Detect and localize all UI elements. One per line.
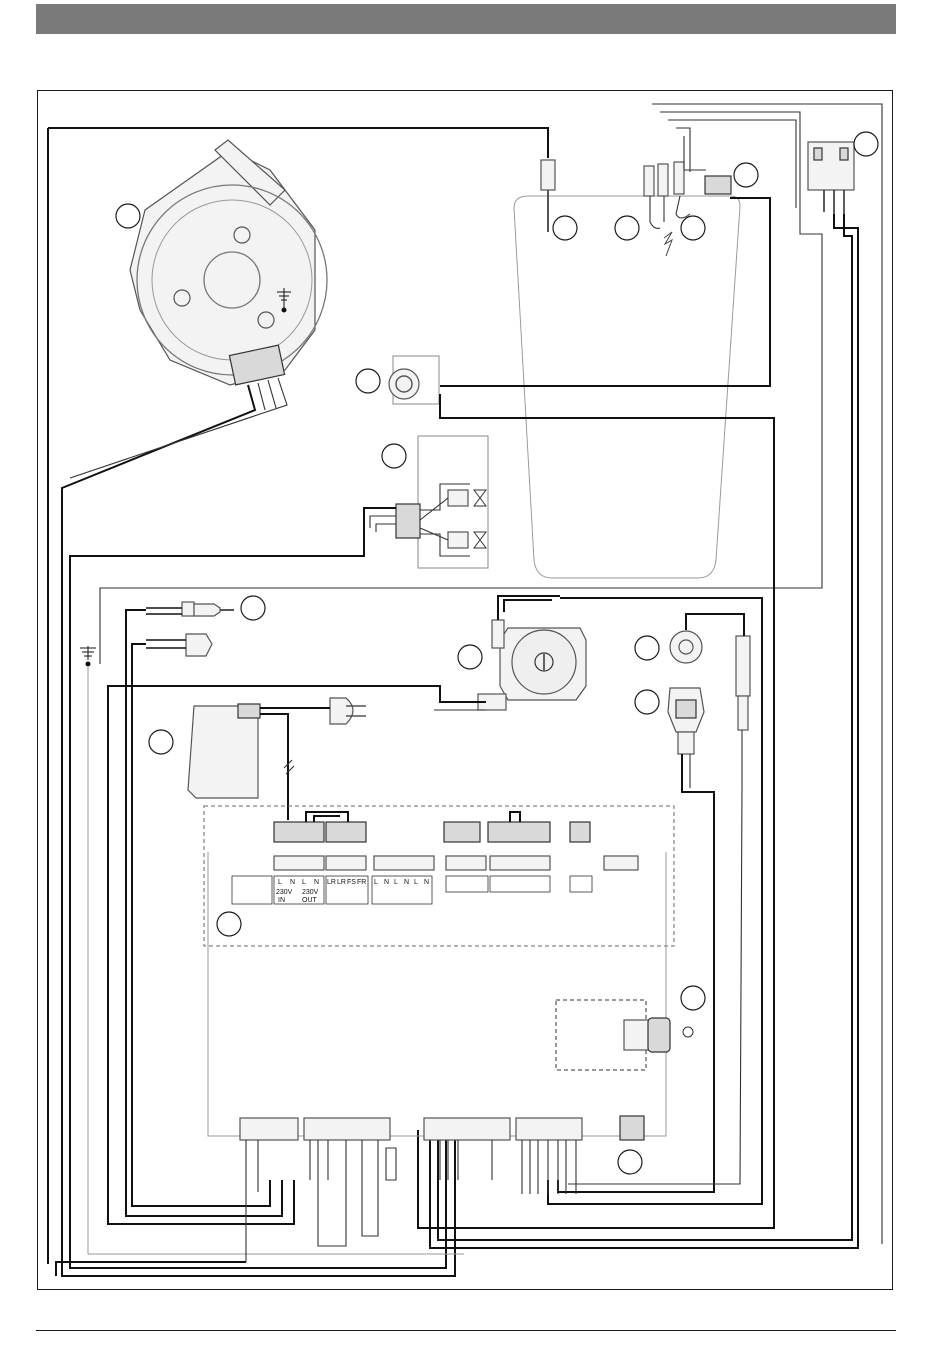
label-c-4: N <box>404 879 409 886</box>
flow-pressure-sensors <box>668 631 750 754</box>
label-b-1: LR <box>327 879 336 886</box>
temperature-sensors <box>146 602 234 656</box>
label-a-2: N <box>290 879 295 886</box>
relay-component <box>624 1018 693 1052</box>
thermostat-wire <box>418 394 774 1228</box>
pump-top-wire <box>498 596 560 620</box>
board-terminal-labels: L N L N LR LR FS FR L N L N L N 230V IN … <box>232 876 592 904</box>
label-a-1: L <box>278 879 282 886</box>
gas-valve <box>396 436 488 568</box>
label-a-4: N <box>314 879 319 886</box>
transformer-wire-1 <box>430 214 858 1248</box>
label-voltage-out: 230V <box>302 889 319 896</box>
label-voltage-in-sub: IN <box>278 897 285 904</box>
ignition-transformer <box>808 142 854 214</box>
terminal-block-top <box>274 812 590 842</box>
label-b-2: LR <box>337 879 346 886</box>
label-voltage-out-sub: OUT <box>302 897 318 904</box>
flow-sensor-wire <box>686 614 744 636</box>
overheat-thermostat <box>389 356 439 404</box>
transformer-wire-2 <box>438 214 852 1240</box>
bottom-wiring <box>246 1140 576 1262</box>
fan-component <box>130 140 327 385</box>
label-c-5: L <box>414 879 418 886</box>
display-wire <box>260 708 330 820</box>
label-c-1: L <box>374 879 378 886</box>
label-c-6: N <box>424 879 429 886</box>
circulation-pump <box>478 620 586 710</box>
label-c-2: N <box>384 879 389 886</box>
label-b-4: FR <box>357 879 366 886</box>
board-connectors-upper <box>274 856 638 870</box>
label-a-3: L <box>302 879 306 886</box>
label-c-3: L <box>394 879 398 886</box>
label-b-3: FS <box>347 879 356 886</box>
electrode-wire <box>440 198 770 386</box>
ground-symbol-left <box>80 646 464 1254</box>
label-voltage-in: 230V <box>276 889 293 896</box>
